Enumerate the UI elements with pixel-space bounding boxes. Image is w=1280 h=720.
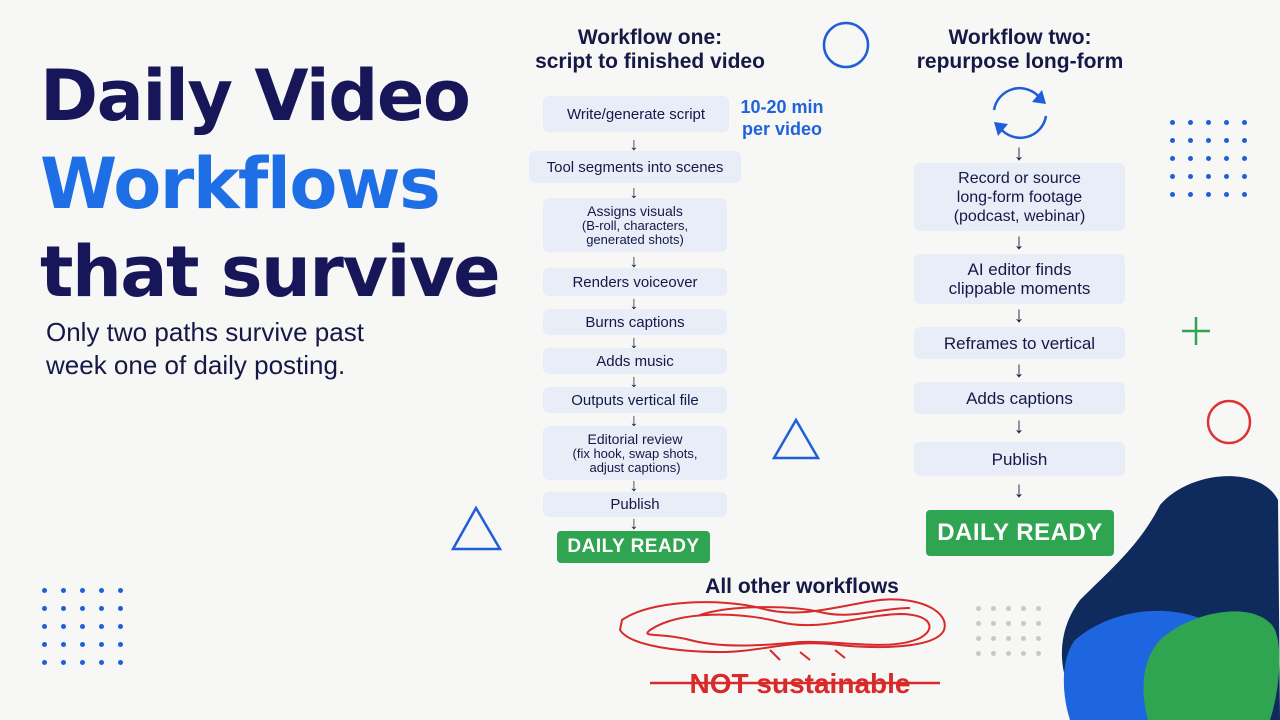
- workflow-two-title-line-1: Workflow two:: [948, 26, 1092, 49]
- down-arrow-icon: ↓: [1013, 357, 1025, 382]
- dot-grid-gray: [976, 606, 1051, 656]
- workflow-one-time-note: 10-20 min per video: [734, 96, 830, 140]
- wf2-step-record-footage: Record or source long-form footage (podc…: [914, 163, 1125, 231]
- step-detail: adjust captions): [589, 459, 681, 475]
- step-label: clippable moments: [948, 279, 1091, 298]
- wf2-step-reframe: Reframes to vertical: [914, 327, 1125, 359]
- time-note-line-2: per video: [741, 119, 823, 139]
- down-arrow-icon: ↓: [629, 475, 639, 495]
- workflow-one-title-line-2: script to finished video: [535, 50, 765, 73]
- down-arrow-icon: ↓: [629, 332, 639, 352]
- blue-triangle-outline: [771, 417, 821, 460]
- refresh-cycle-icon: [992, 86, 1048, 140]
- hero-subtitle-line-1: Only two paths survive past: [46, 317, 364, 347]
- down-arrow-icon: ↓: [629, 513, 639, 533]
- wf1-daily-ready-badge: DAILY READY: [557, 531, 710, 563]
- step-label: Assigns visuals: [587, 202, 683, 219]
- step-label: Outputs vertical file: [571, 391, 699, 409]
- down-arrow-icon: ↓: [1013, 413, 1025, 438]
- other-workflows-label: All other workflows: [705, 575, 899, 598]
- blue-triangle-outline-left: [450, 505, 503, 551]
- not-sustainable-label: NOT sustainable: [689, 668, 911, 699]
- workflow-two-title: Workflow two: repurpose long-form: [900, 26, 1140, 74]
- hero-title-line-1: Daily Video: [40, 55, 471, 137]
- down-arrow-icon: ↓: [629, 251, 639, 271]
- step-label: long-form footage: [956, 188, 1083, 206]
- dot-grid-right: [1170, 120, 1260, 197]
- wf1-step-segment-scenes: Tool segments into scenes: [529, 151, 741, 183]
- wf1-step-voiceover: Renders voiceover: [543, 268, 727, 296]
- red-circle-outline: [1206, 399, 1252, 445]
- wf1-step-publish: Publish: [543, 492, 727, 517]
- step-label: Tool segments into scenes: [546, 158, 724, 176]
- wf1-step-editorial-review: Editorial review (fix hook, swap shots, …: [543, 426, 727, 480]
- hero-subtitle: Only two paths survive past week one of …: [46, 316, 466, 382]
- step-label: Reframes to vertical: [943, 333, 1096, 353]
- down-arrow-icon: ↓: [629, 293, 639, 313]
- blue-circle-outline: [822, 21, 870, 69]
- step-label: Editorial review: [587, 430, 683, 447]
- workflow-one-title: Workflow one: script to finished video: [520, 26, 780, 74]
- hero-title: Daily Video Workflows that survive: [40, 52, 510, 316]
- step-label: AI editor finds: [967, 260, 1072, 279]
- step-label: Adds music: [596, 352, 674, 370]
- hero-title-line-3: that survive: [40, 231, 501, 313]
- step-label: Renders voiceover: [572, 273, 698, 291]
- wf1-step-output-vertical: Outputs vertical file: [543, 387, 727, 413]
- wf2-step-captions: Adds captions: [914, 382, 1125, 414]
- workflow-two-title-line-2: repurpose long-form: [916, 50, 1124, 73]
- down-arrow-icon: ↓: [1013, 229, 1025, 254]
- step-label: Publish: [991, 449, 1048, 469]
- time-note-line-1: 10-20 min: [740, 97, 824, 117]
- step-detail: (podcast, webinar): [953, 207, 1086, 225]
- wf2-step-publish: Publish: [914, 442, 1125, 476]
- down-arrow-icon: ↓: [629, 410, 639, 430]
- wf2-daily-ready-badge: DAILY READY: [926, 510, 1114, 556]
- step-label: Burns captions: [585, 313, 685, 331]
- step-label: Record or source: [958, 169, 1081, 187]
- step-detail: (fix hook, swap shots,: [572, 445, 698, 461]
- green-blob: [1143, 611, 1280, 720]
- step-label: Write/generate script: [566, 105, 706, 123]
- green-plus-icon: [1182, 317, 1210, 345]
- red-scribble: [618, 598, 946, 661]
- wf1-step-music: Adds music: [543, 348, 727, 374]
- wf1-step-captions: Burns captions: [543, 309, 727, 335]
- down-arrow-icon: ↓: [1013, 477, 1025, 502]
- down-arrow-icon: ↓: [1013, 302, 1025, 327]
- down-arrow-icon: ↓: [629, 134, 639, 154]
- dot-grid-left: [42, 588, 137, 665]
- down-arrow-icon: ↓: [629, 182, 639, 202]
- wf2-step-ai-editor: AI editor finds clippable moments: [914, 254, 1125, 304]
- step-detail: (B-roll, characters,: [581, 217, 689, 233]
- hero-title-line-2: Workflows: [40, 143, 441, 225]
- down-arrow-icon: ↓: [629, 371, 639, 391]
- step-detail: generated shots): [586, 231, 684, 247]
- workflow-one-title-line-1: Workflow one:: [577, 26, 723, 49]
- wf1-step-write-script: Write/generate script: [543, 96, 729, 132]
- step-label: Adds captions: [966, 388, 1073, 408]
- wf1-step-assign-visuals: Assigns visuals (B-roll, characters, gen…: [543, 198, 727, 252]
- step-label: Publish: [610, 496, 660, 513]
- hero-subtitle-line-2: week one of daily posting.: [46, 350, 346, 380]
- down-arrow-icon: ↓: [1013, 140, 1025, 165]
